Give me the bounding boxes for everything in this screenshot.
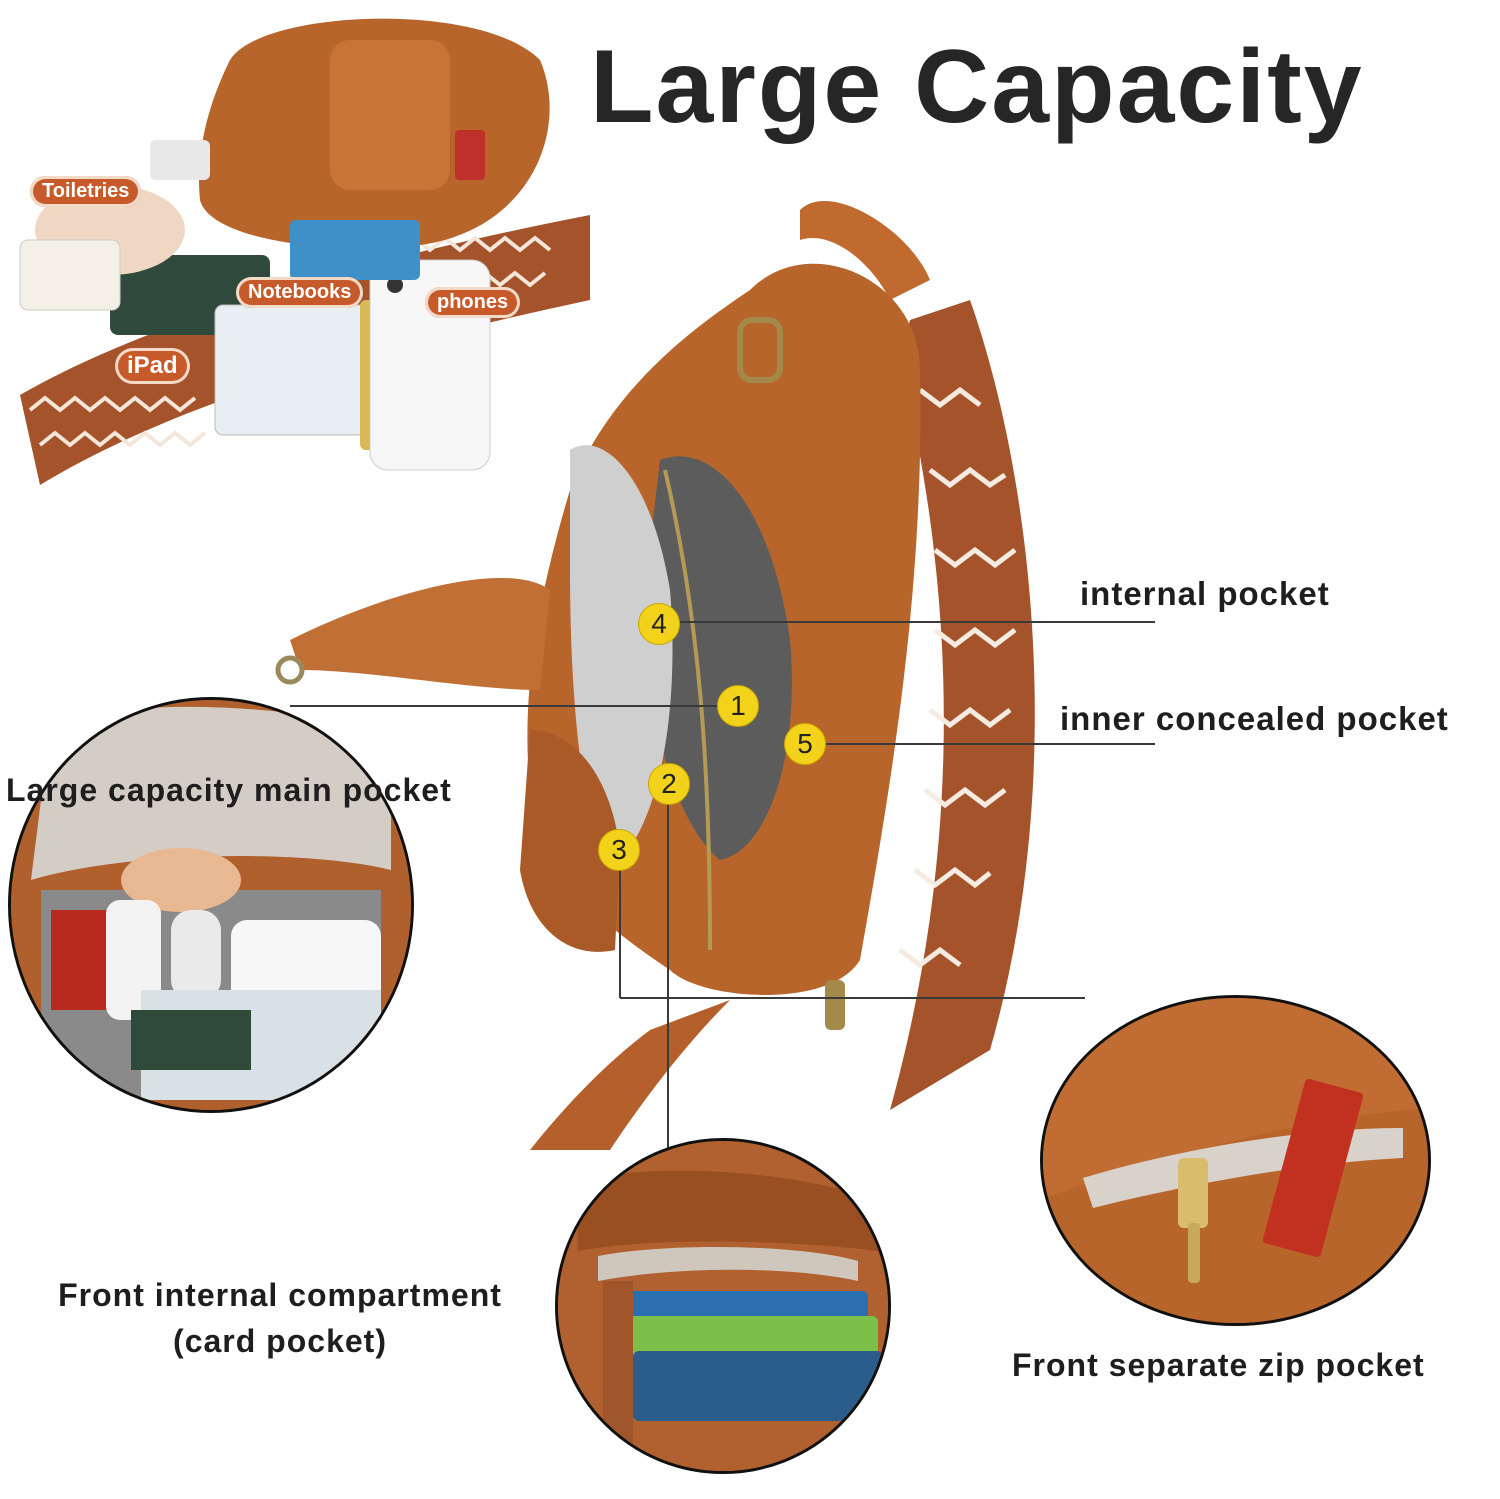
tag-phones: phones xyxy=(425,287,521,318)
callout-main-pocket: Large capacity main pocket xyxy=(6,772,452,808)
main-pocket-detail-image xyxy=(8,697,414,1113)
callout-internal-pocket: internal pocket xyxy=(1080,575,1330,612)
card-pocket-detail-image xyxy=(555,1138,891,1474)
main-bag-image xyxy=(270,170,1070,1150)
callout-front-compartment-line1: Front internal compartment xyxy=(58,1277,502,1313)
flat-lay-image xyxy=(0,0,590,510)
marker-3: 3 xyxy=(598,829,640,871)
headline: Large Capacity xyxy=(590,29,1364,145)
tag-toiletries: Toiletries xyxy=(30,176,142,207)
callout-front-zip-pocket: Front separate zip pocket xyxy=(1012,1347,1425,1383)
tag-ipad: iPad xyxy=(115,348,190,384)
zip-pocket-detail-image xyxy=(1040,995,1431,1326)
marker-4: 4 xyxy=(638,603,680,645)
tag-notebooks: Notebooks xyxy=(236,277,364,308)
callout-inner-concealed-pocket: inner concealed pocket xyxy=(1060,700,1449,737)
marker-5: 5 xyxy=(784,723,826,765)
marker-1: 1 xyxy=(717,685,759,727)
callout-front-compartment: Front internal compartment (card pocket) xyxy=(20,1272,540,1364)
marker-2: 2 xyxy=(648,763,690,805)
callout-front-compartment-line2: (card pocket) xyxy=(173,1323,387,1359)
